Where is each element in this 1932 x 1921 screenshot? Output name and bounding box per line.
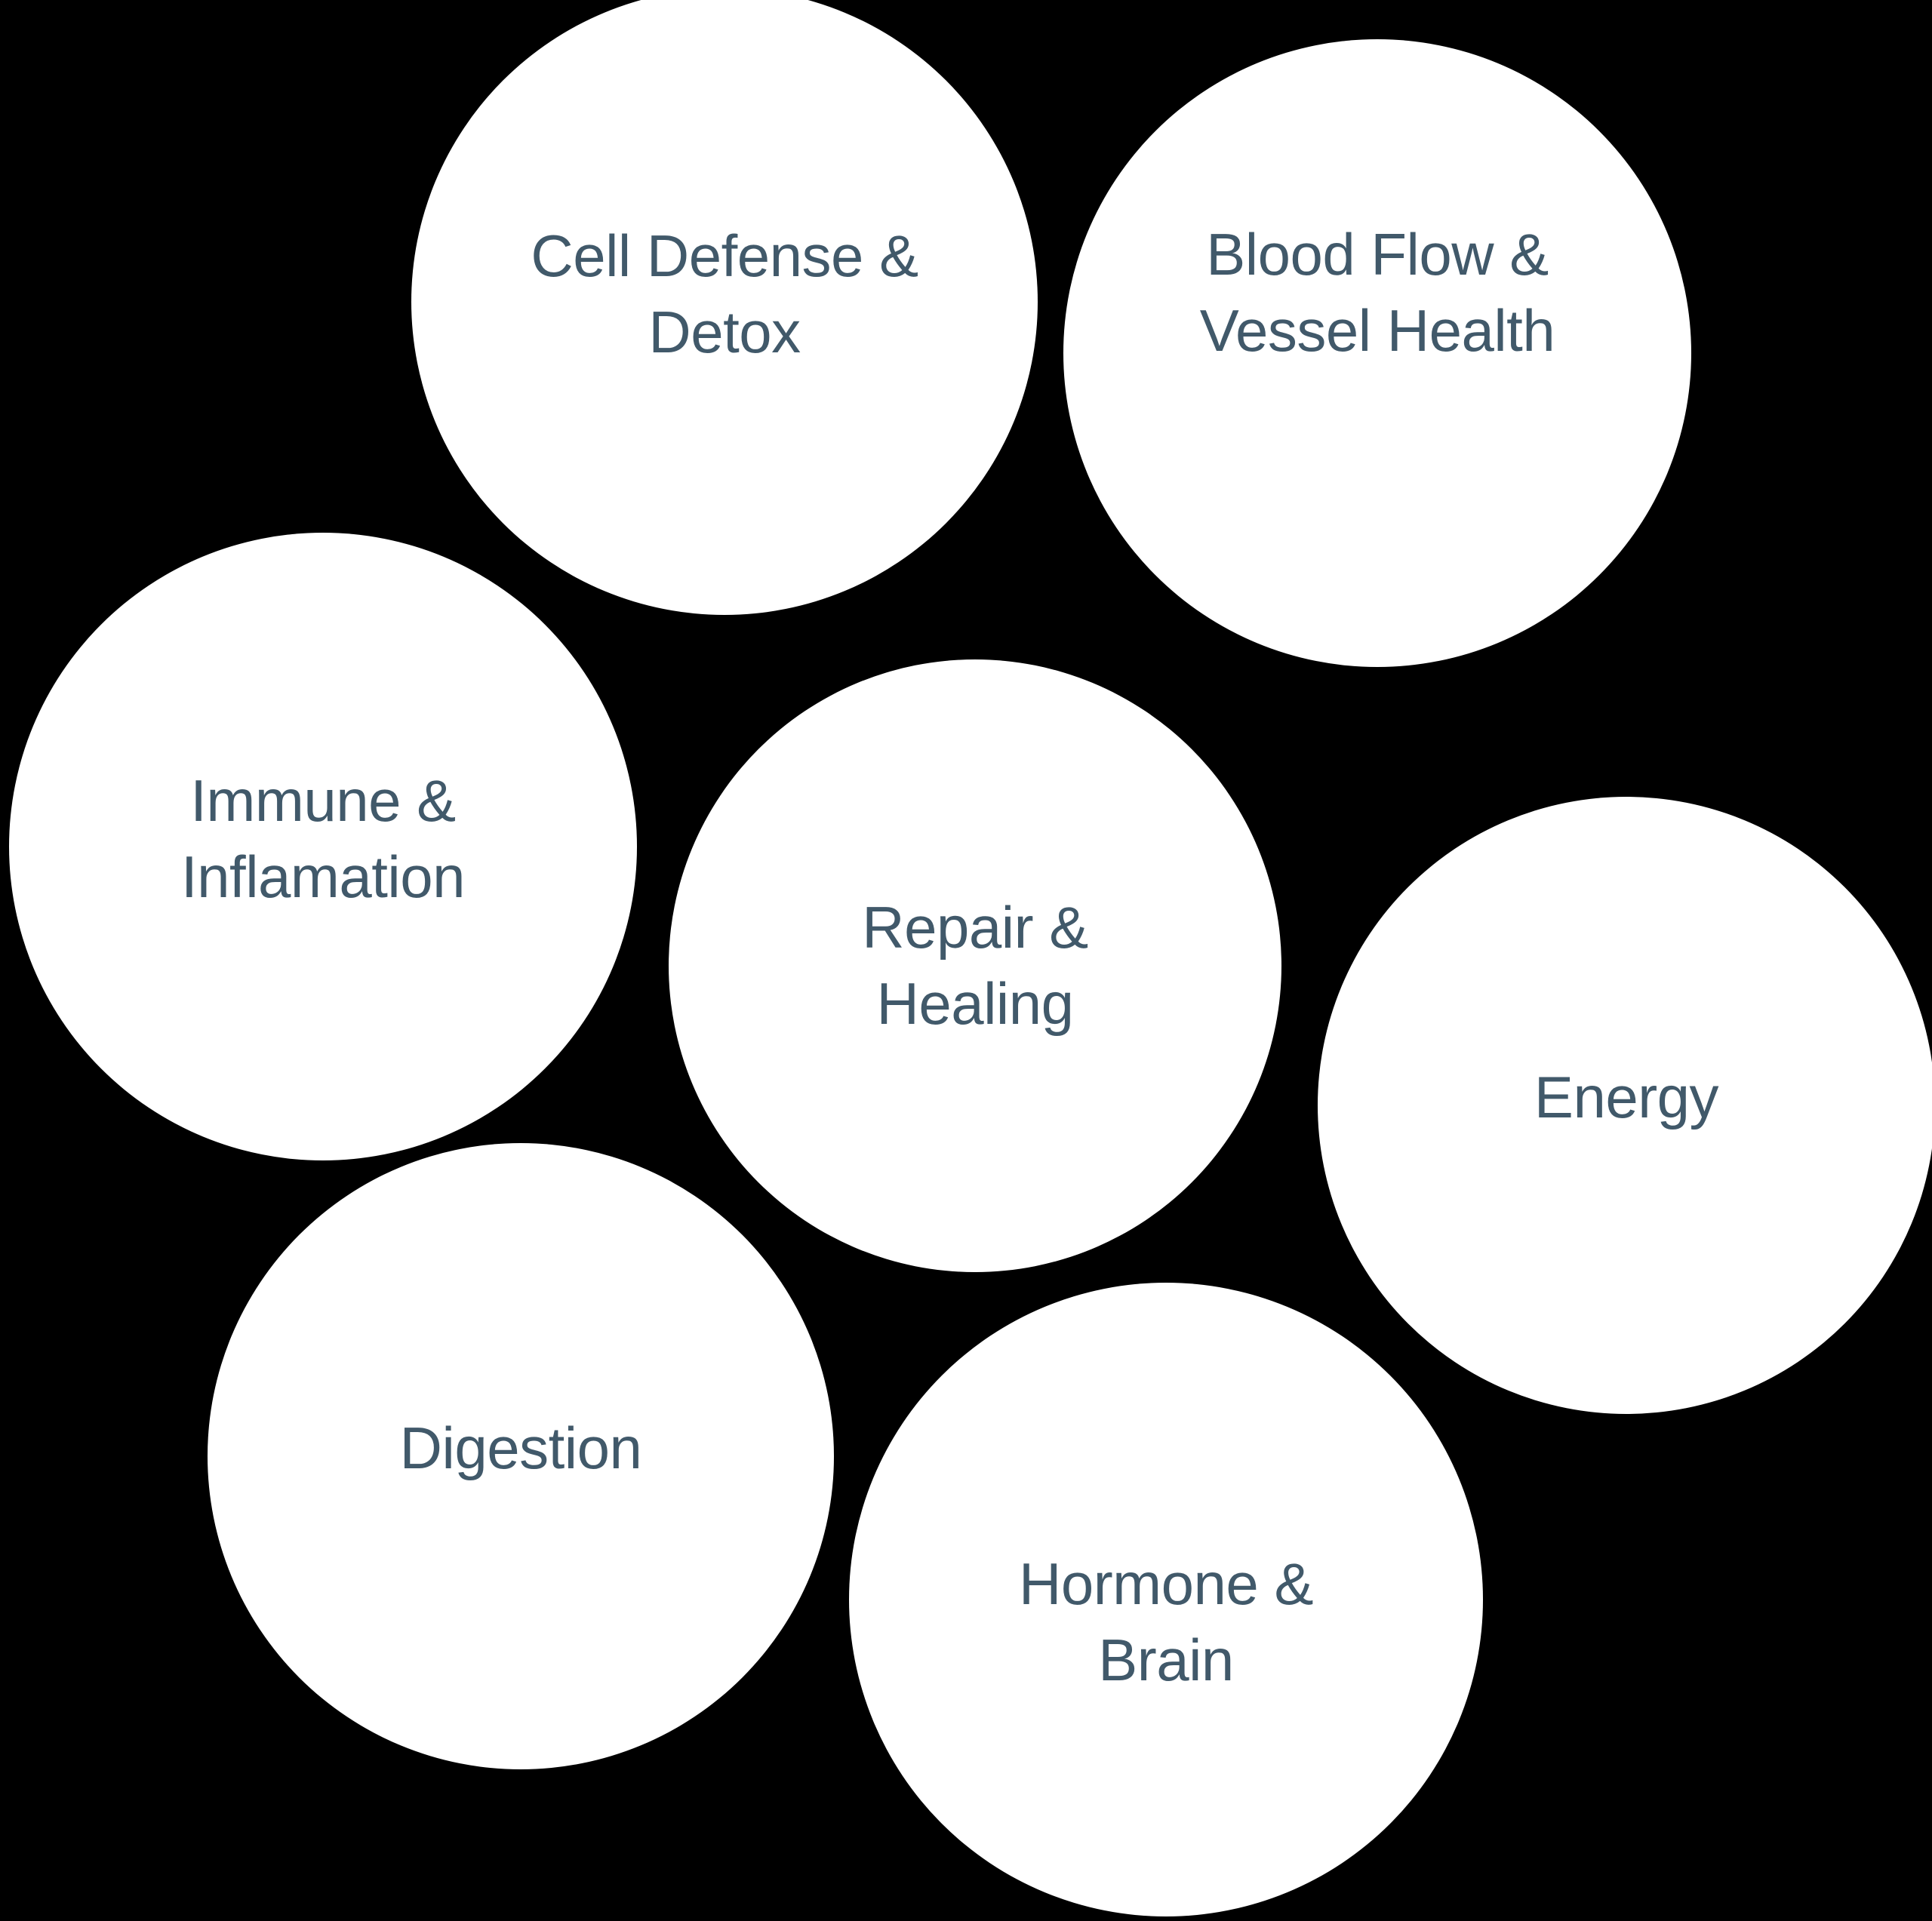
bubble-label-blood-flow-vessel-health: Blood Flow & Vessel Health — [1199, 220, 1555, 364]
bubble-label-immune-inflamation: Immune & Inflamation — [180, 767, 466, 910]
bubble-digestion[interactable]: Digestion — [208, 1143, 834, 1769]
bubble-cell-defense-detox[interactable]: Cell Defense & Detox — [411, 0, 1038, 615]
bubble-hormone-brain[interactable]: Hormone & Brain — [849, 1283, 1483, 1916]
bubble-energy[interactable]: Energy — [1318, 797, 1932, 1414]
bubble-label-repair-healing: Repair & Healing — [862, 893, 1088, 1037]
bubble-label-hormone-brain: Hormone & Brain — [1019, 1550, 1314, 1693]
bubble-label-cell-defense-detox: Cell Defense & Detox — [531, 222, 918, 365]
bubble-blood-flow-vessel-health[interactable]: Blood Flow & Vessel Health — [1063, 39, 1691, 667]
bubble-immune-inflamation[interactable]: Immune & Inflamation — [9, 533, 637, 1160]
bubble-label-digestion: Digestion — [399, 1415, 642, 1482]
bubble-repair-healing[interactable]: Repair & Healing — [669, 659, 1281, 1272]
bubble-label-energy: Energy — [1534, 1064, 1719, 1131]
